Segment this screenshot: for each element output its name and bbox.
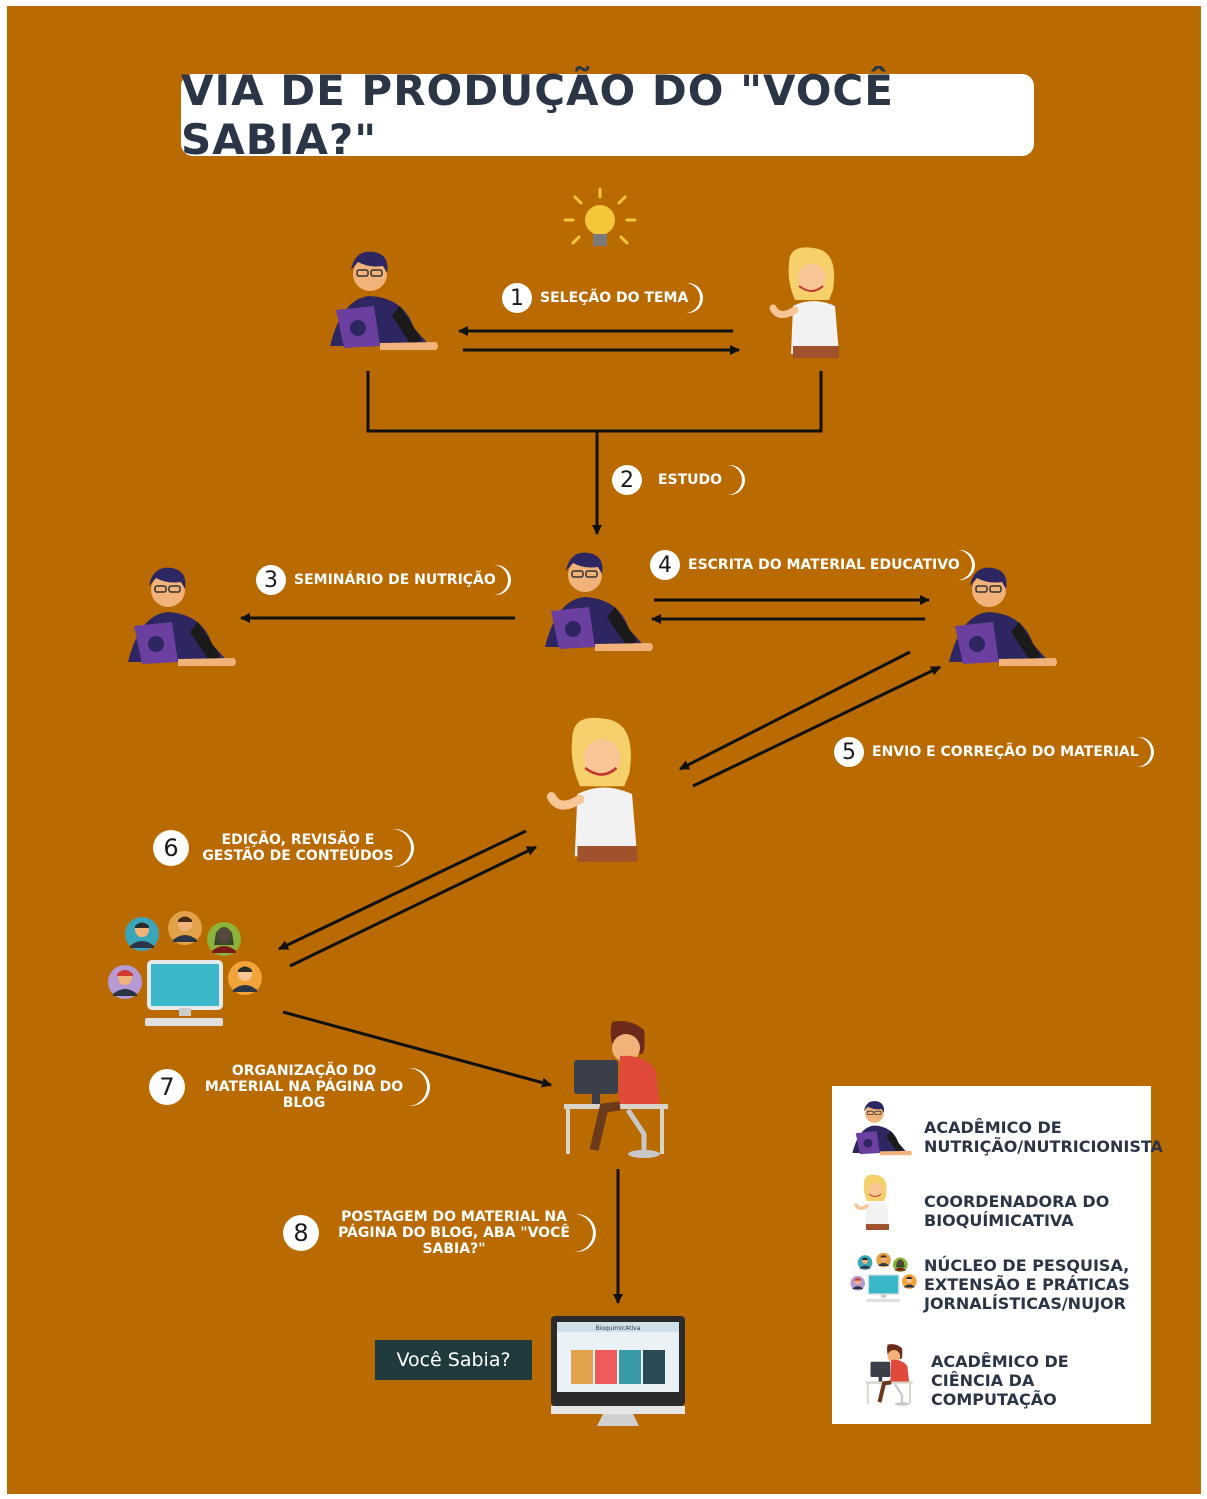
step-label: POSTAGEM DO MATERIAL NA PÁGINA DO BLOG, … [338,1209,570,1257]
step-3-pill: 3 SEMINÁRIO DE NUTRIÇÃO [256,565,508,595]
step-6-pill: 6 EDIÇÃO, REVISÃO E GESTÃO DE CONTEÚDOS [153,829,411,867]
step-2-pill: 2 ESTUDO [612,465,742,495]
step-number: 1 [502,283,532,313]
blog-header: BioquimicAtiva [596,1325,641,1332]
lightbulb-icon [563,187,637,246]
infographic-canvas: VIA DE PRODUÇÃO DO "VOCÊ SABIA?" [7,6,1201,1494]
coordinator-icon [854,1172,891,1232]
title-box: VIA DE PRODUÇÃO DO "VOCÊ SABIA?" [181,66,1034,164]
nujor-team-icon [850,1253,916,1302]
nutrition-student-icon [948,566,1058,667]
cs-student-icon [564,1021,668,1158]
legend-label: ACADÊMICO DE NUTRIÇÃO/NUTRICIONISTA [924,1118,1163,1156]
legend-panel: ACADÊMICO DE NUTRIÇÃO/NUTRICIONISTA COOR… [832,1086,1163,1424]
step-label: ENVIO E CORREÇÃO DO MATERIAL [872,744,1139,760]
step-number: 8 [283,1215,319,1251]
cs-student-icon [866,1344,913,1406]
step-number: 2 [612,465,642,495]
nutrition-student-icon [544,551,654,652]
legend-label: ACADÊMICO DE CIÊNCIA DA COMPUTAÇÃO [931,1352,1069,1409]
step-label: ORGANIZAÇÃO DO MATERIAL NA PÁGINA DO BLO… [204,1063,404,1111]
step-7-pill: 7 ORGANIZAÇÃO DO MATERIAL NA PÁGINA DO B… [149,1063,427,1111]
step-number: 4 [650,550,680,580]
step-label: SELEÇÃO DO TEMA [540,290,689,306]
page-title: VIA DE PRODUÇÃO DO "VOCÊ SABIA?" [181,66,894,164]
step-number: 7 [149,1069,185,1105]
nujor-team-icon [108,911,262,1026]
step-label: ESTUDO [657,472,723,488]
step-5-pill: 5 ENVIO E CORREÇÃO DO MATERIAL [834,737,1151,767]
flow-diagram: BioquimicAtiva [7,187,1058,1426]
step-4-pill: 4 ESCRITA DO MATERIAL EDUCATIVO [650,550,972,580]
step-8-pill: 8 POSTAGEM DO MATERIAL NA PÁGINA DO BLOG… [283,1209,593,1257]
step-number: 6 [153,830,189,866]
step-1-pill: 1 SELEÇÃO DO TEMA [502,283,701,313]
step-number: 5 [834,737,864,767]
nutrition-student-icon [127,566,237,667]
nutrition-student-icon [329,250,439,351]
blog-monitor-icon: BioquimicAtiva [551,1316,685,1426]
step-label: SEMINÁRIO DE NUTRIÇÃO [294,572,496,588]
legend-label: COORDENADORA DO BIOQUÍMICATIVA [924,1192,1110,1230]
legend-label: NÚCLEO DE PESQUISA, EXTENSÃO E PRÁTICAS … [924,1256,1130,1313]
coordinator-icon [551,718,637,862]
nutrition-student-icon [851,1100,913,1156]
step-number: 3 [256,565,286,595]
coordinator-icon [773,247,839,358]
voce-sabia-tag: Você Sabia? [375,1340,532,1380]
step-label: EDIÇÃO, REVISÃO E GESTÃO DE CONTEÚDOS [202,832,394,864]
step-label: ESCRITA DO MATERIAL EDUCATIVO [688,557,960,573]
